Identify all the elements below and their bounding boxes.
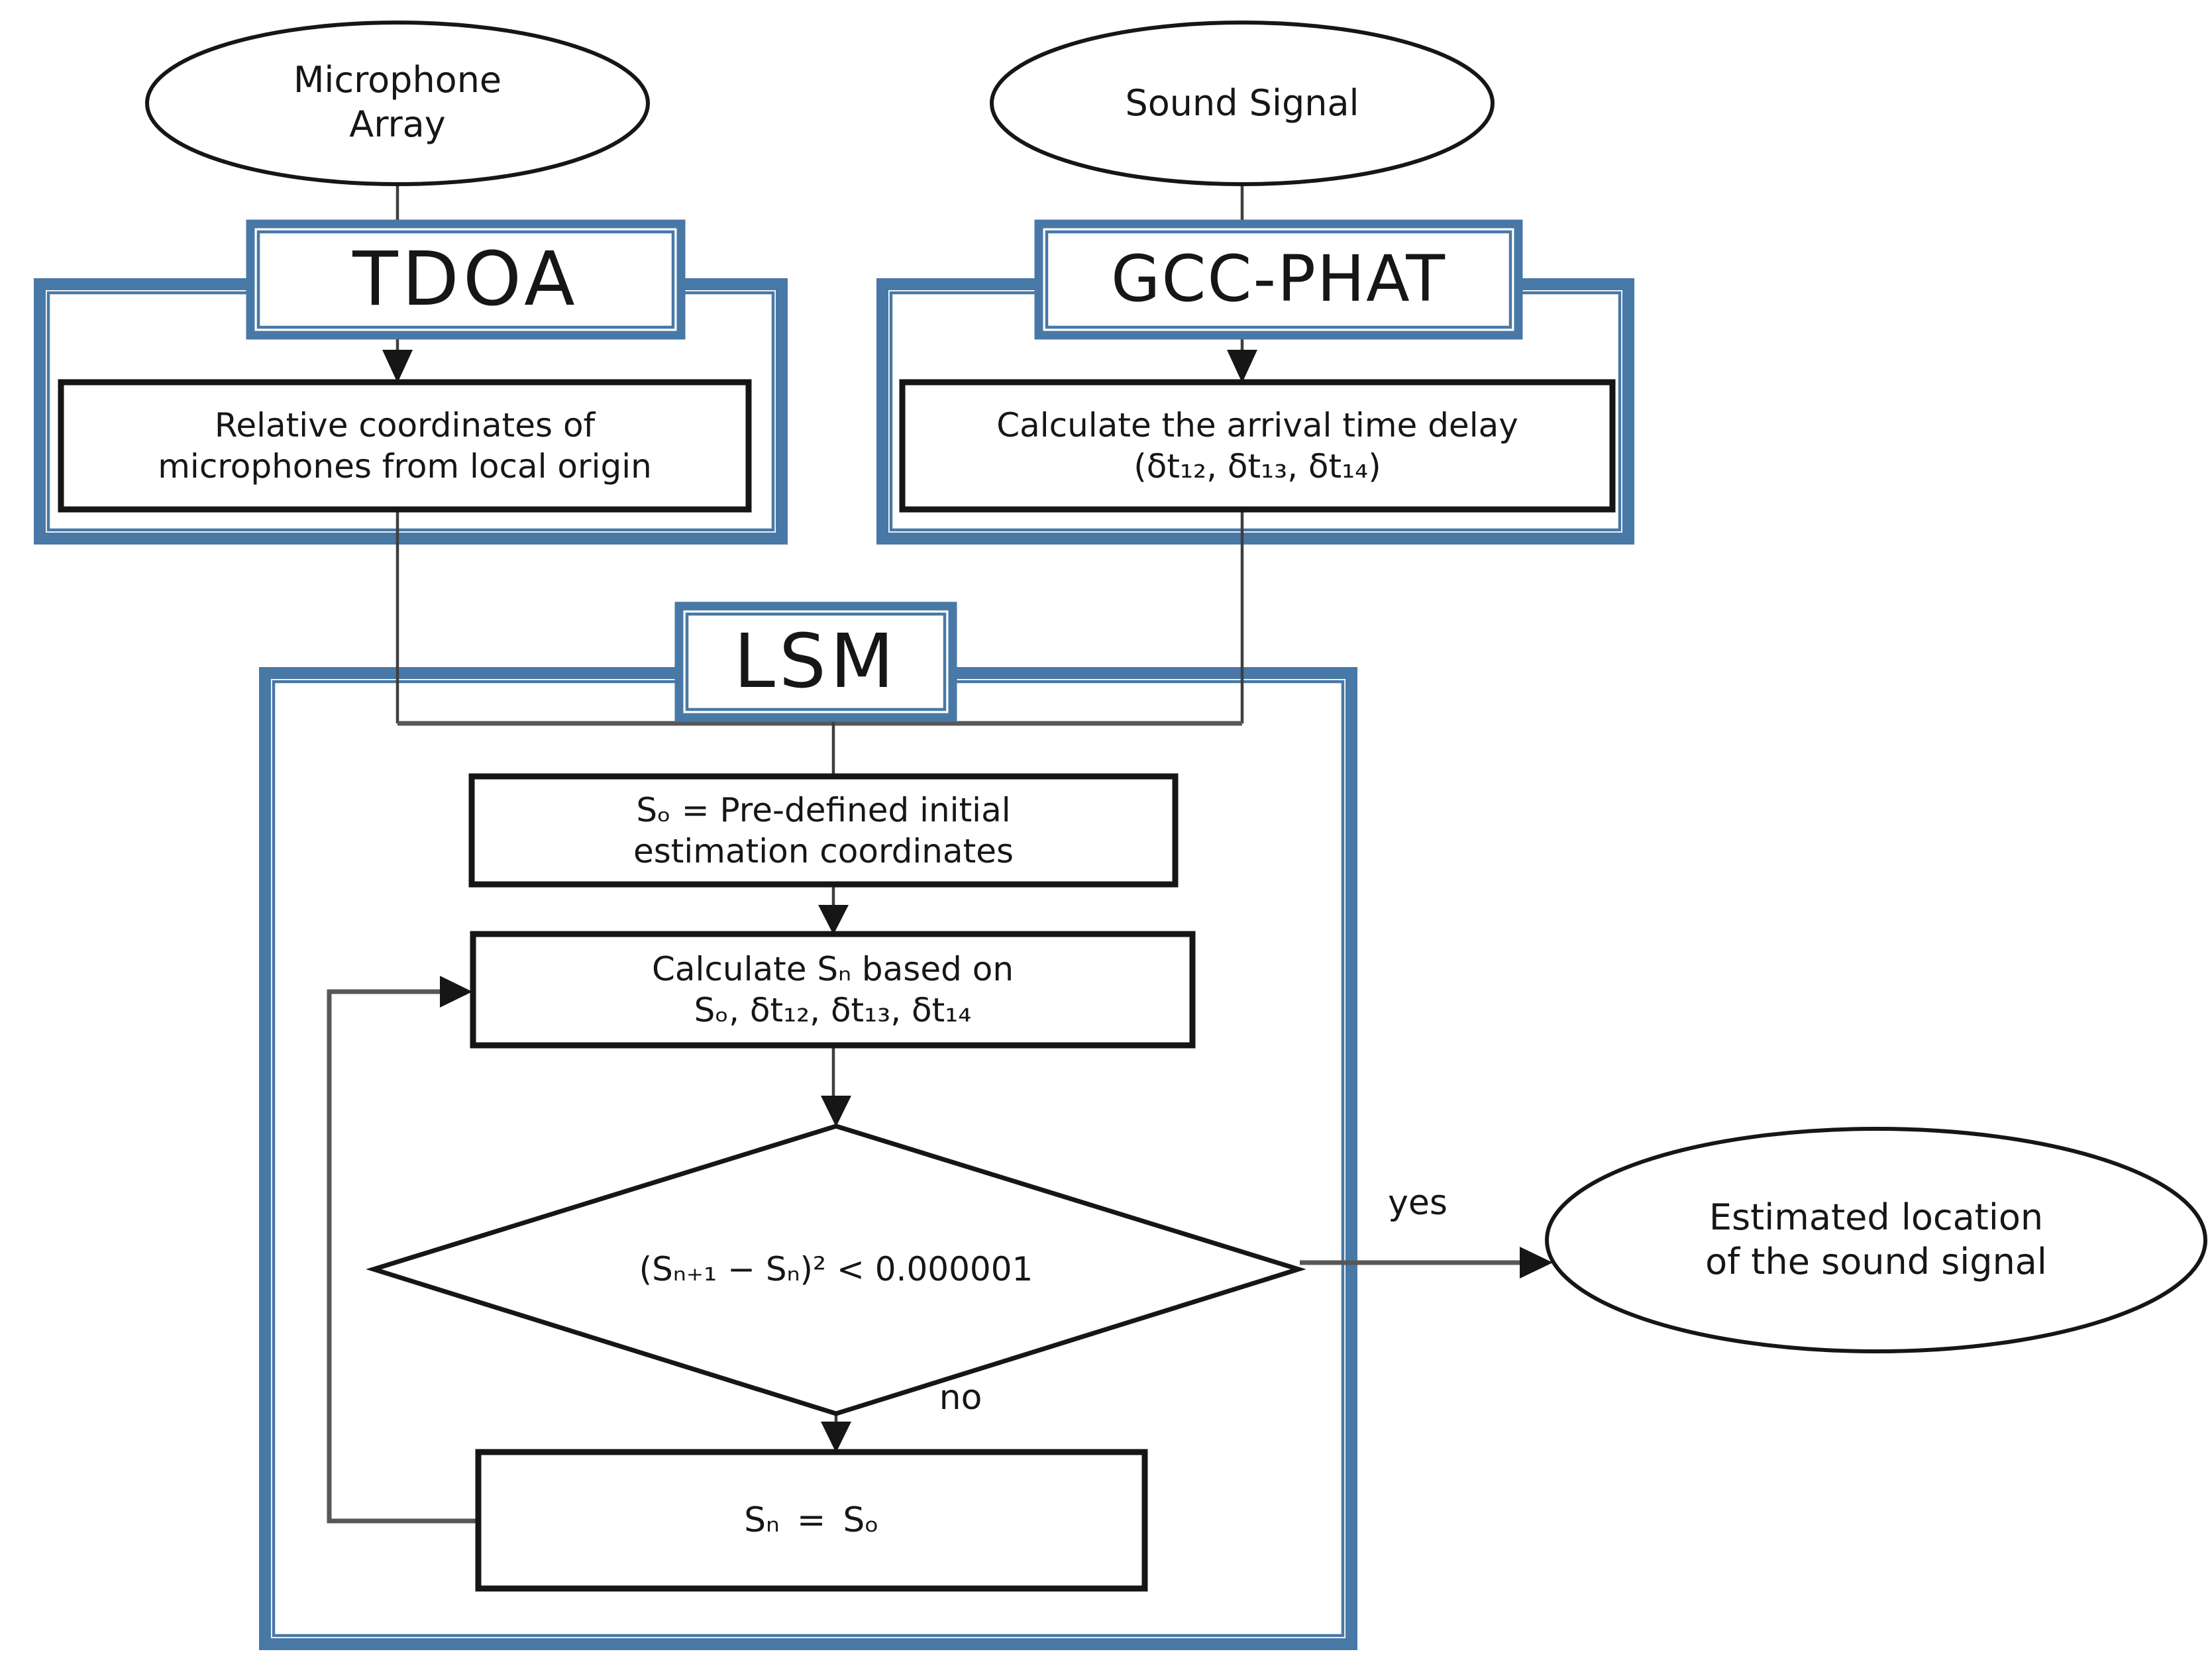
initial-estimate-label: Sₒ = Pre-defined initial estimation coor…	[633, 790, 1014, 870]
mic-array-ellipse	[145, 21, 650, 186]
mic-array-label: Microphone Array	[293, 59, 502, 145]
gcc-to-arrival-arrowhead	[1227, 350, 1257, 383]
yes-edge-label: yes	[1388, 1182, 1448, 1223]
loop-back-arrowhead	[440, 976, 472, 1008]
lsm-label: LSM	[733, 618, 898, 705]
sound-signal-label: Sound Signal	[1125, 81, 1359, 124]
decision-label: (Sₙ₊₁ − Sₙ)² < 0.000001	[639, 1250, 1033, 1288]
no-edge-label: no	[939, 1377, 982, 1418]
arrival-delay-label: Calculate the arrival time delay (δt₁₂, …	[996, 406, 1518, 486]
assign-box	[475, 1449, 1148, 1592]
initial-to-calc-arrowhead	[818, 905, 849, 935]
relcoords-box	[58, 379, 752, 513]
result-ellipse	[1545, 1127, 2207, 1353]
no-branch-arrowhead	[821, 1422, 851, 1453]
tdoa-label: TDOA	[352, 236, 579, 323]
yes-branch-arrowhead	[1520, 1247, 1553, 1279]
gcc-phat-label: GCC-PHAT	[1110, 242, 1447, 317]
relcoords-label: Relative coordinates of microphones from…	[158, 406, 652, 486]
assign-label: Sₙ = Sₒ	[744, 1500, 879, 1540]
calc-to-decision-arrowhead	[821, 1096, 851, 1127]
initial-estimate-box	[468, 773, 1179, 888]
loop-back-line	[327, 989, 480, 1524]
gcc-label-box-inner	[1045, 230, 1512, 329]
calc-sn-box	[470, 931, 1196, 1049]
calc-sn-label: Calculate Sₙ based on Sₒ, δt₁₂, δt₁₃, δt…	[651, 950, 1014, 1029]
tdoa-label-box	[246, 219, 686, 340]
lsm-label-box-inner	[685, 612, 947, 711]
lsm-label-box	[674, 601, 957, 722]
decision-diamond	[366, 1123, 1306, 1416]
tdoa-label-box-inner	[256, 230, 675, 329]
arrival-delay-box	[899, 379, 1616, 513]
gcc-label-box	[1034, 219, 1523, 340]
tdoa-to-relcoords-arrowhead	[382, 350, 413, 383]
result-label: Estimated location of the sound signal	[1705, 1196, 2047, 1282]
sound-signal-ellipse	[990, 21, 1495, 186]
